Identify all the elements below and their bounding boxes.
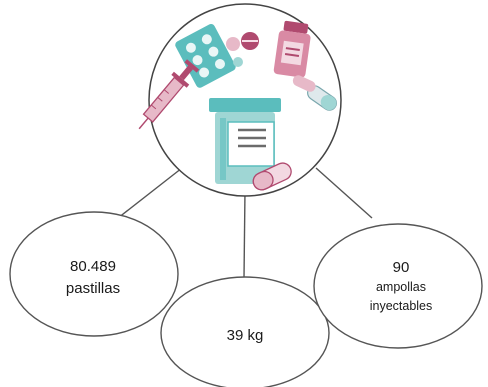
oval-pills — [9, 211, 179, 337]
connector-line-left — [117, 167, 183, 219]
ampoules-label: 90 ampollas inyectables — [346, 258, 456, 316]
weight-label: 39 kg — [190, 326, 300, 346]
capsule-icon — [292, 75, 337, 111]
pills-unit: pastillas — [65, 280, 121, 297]
pill-bottle-icon — [209, 98, 281, 184]
connector-line-right — [315, 167, 373, 219]
oval-ampoules — [313, 223, 483, 349]
ampoules-unit-line2: inyectables — [369, 299, 433, 313]
pills-value: 80.489 — [70, 258, 116, 275]
oval-weight — [160, 276, 330, 387]
pills-label: 80.489 pastillas — [38, 256, 148, 300]
medicine-jar-icon — [273, 20, 311, 78]
syringe-icon — [138, 59, 200, 130]
tablet-icon — [226, 32, 259, 67]
capsule-icon — [252, 162, 292, 191]
ampoules-value: 90 — [392, 259, 410, 276]
weight-value: 39 kg — [226, 327, 264, 344]
connector-line-center — [243, 189, 246, 279]
ampoules-unit-line1: ampollas — [375, 280, 427, 294]
medication-illustration — [138, 3, 342, 197]
